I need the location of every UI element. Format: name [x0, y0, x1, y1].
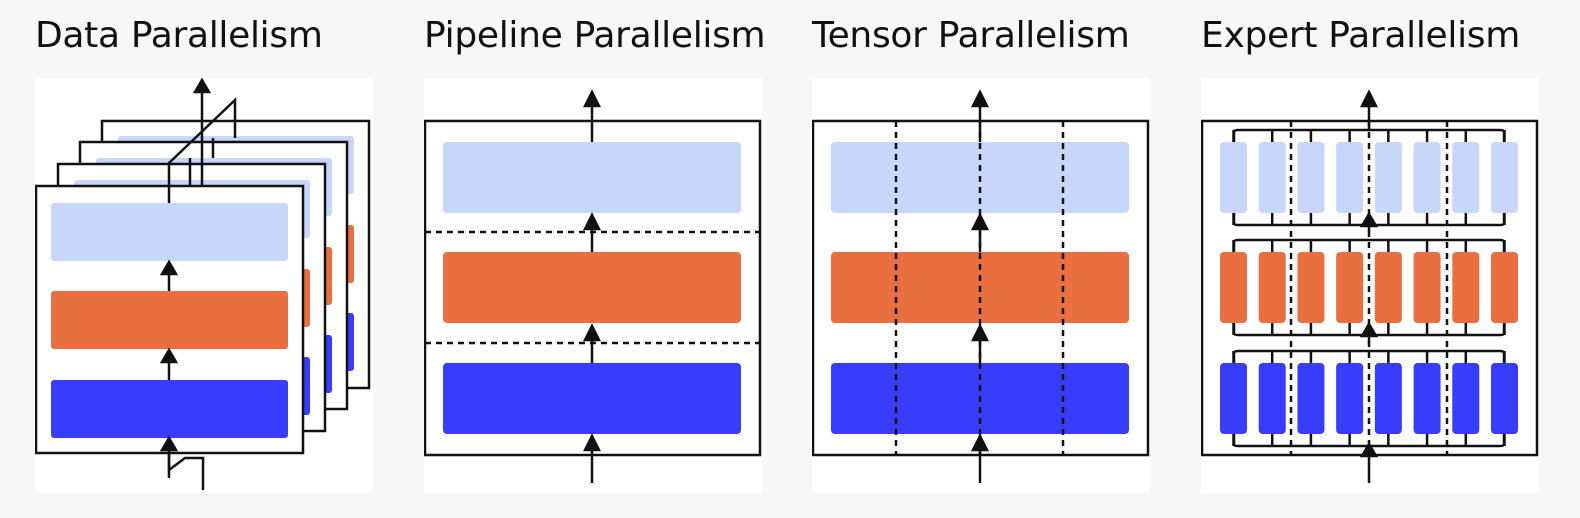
expert-block [1297, 363, 1325, 434]
expert-block [1220, 252, 1247, 323]
expert-block [1258, 142, 1286, 213]
expert-layer-middle [1220, 238, 1518, 337]
panel-title: Pipeline Parallelism [424, 15, 766, 56]
panel-data-parallelism: Data Parallelism [35, 0, 375, 518]
panel-tensor-parallelism: Tensor Parallelism [812, 0, 1152, 518]
expert-block [1413, 252, 1441, 323]
expert-block [1336, 363, 1364, 434]
expert-block [1452, 252, 1480, 323]
replica-1 [35, 184, 305, 455]
flow-arrows [159, 78, 212, 478]
expert-block [1374, 363, 1402, 434]
expert-layer-top [1220, 128, 1518, 227]
diagram-canvas [1201, 78, 1539, 493]
layer-middle [443, 252, 741, 323]
data-parallelism-diagram [35, 78, 371, 490]
expert-block [1452, 363, 1480, 434]
panel-expert-parallelism: Expert Parallelism [1201, 0, 1541, 518]
expert-block [1413, 363, 1441, 434]
group-dividers [1289, 121, 1449, 455]
tensor-parallelism-diagram [812, 89, 1150, 483]
expert-block [1336, 142, 1364, 213]
layer-bottom [443, 363, 741, 434]
shard-dividers [894, 121, 1065, 455]
expert-block [1491, 142, 1518, 213]
panel-pipeline-parallelism: Pipeline Parallelism [424, 0, 766, 518]
expert-block [1220, 142, 1247, 213]
flow-arrows [1359, 89, 1379, 483]
expert-block [1336, 252, 1364, 323]
panel-title: Data Parallelism [35, 15, 323, 56]
expert-block [1374, 252, 1402, 323]
expert-block [1491, 252, 1518, 323]
flow-arrows [970, 89, 990, 483]
expert-block [1374, 142, 1402, 213]
expert-block [1297, 142, 1325, 213]
expert-block [1452, 142, 1480, 213]
expert-block [1258, 252, 1286, 323]
pipeline-parallelism-diagram [424, 89, 762, 483]
expert-block [1491, 363, 1518, 434]
layer-top [443, 142, 741, 213]
diagram-canvas [35, 78, 373, 493]
expert-block [1413, 142, 1441, 213]
panel-title: Tensor Parallelism [812, 15, 1130, 56]
expert-parallelism-diagram [1201, 89, 1539, 483]
diagram-canvas [812, 78, 1150, 493]
expert-block [1258, 363, 1286, 434]
expert-block [1297, 252, 1325, 323]
expert-block [1220, 363, 1247, 434]
diagram-canvas [424, 78, 762, 493]
flow-arrows [582, 89, 602, 483]
panel-title: Expert Parallelism [1201, 15, 1521, 56]
